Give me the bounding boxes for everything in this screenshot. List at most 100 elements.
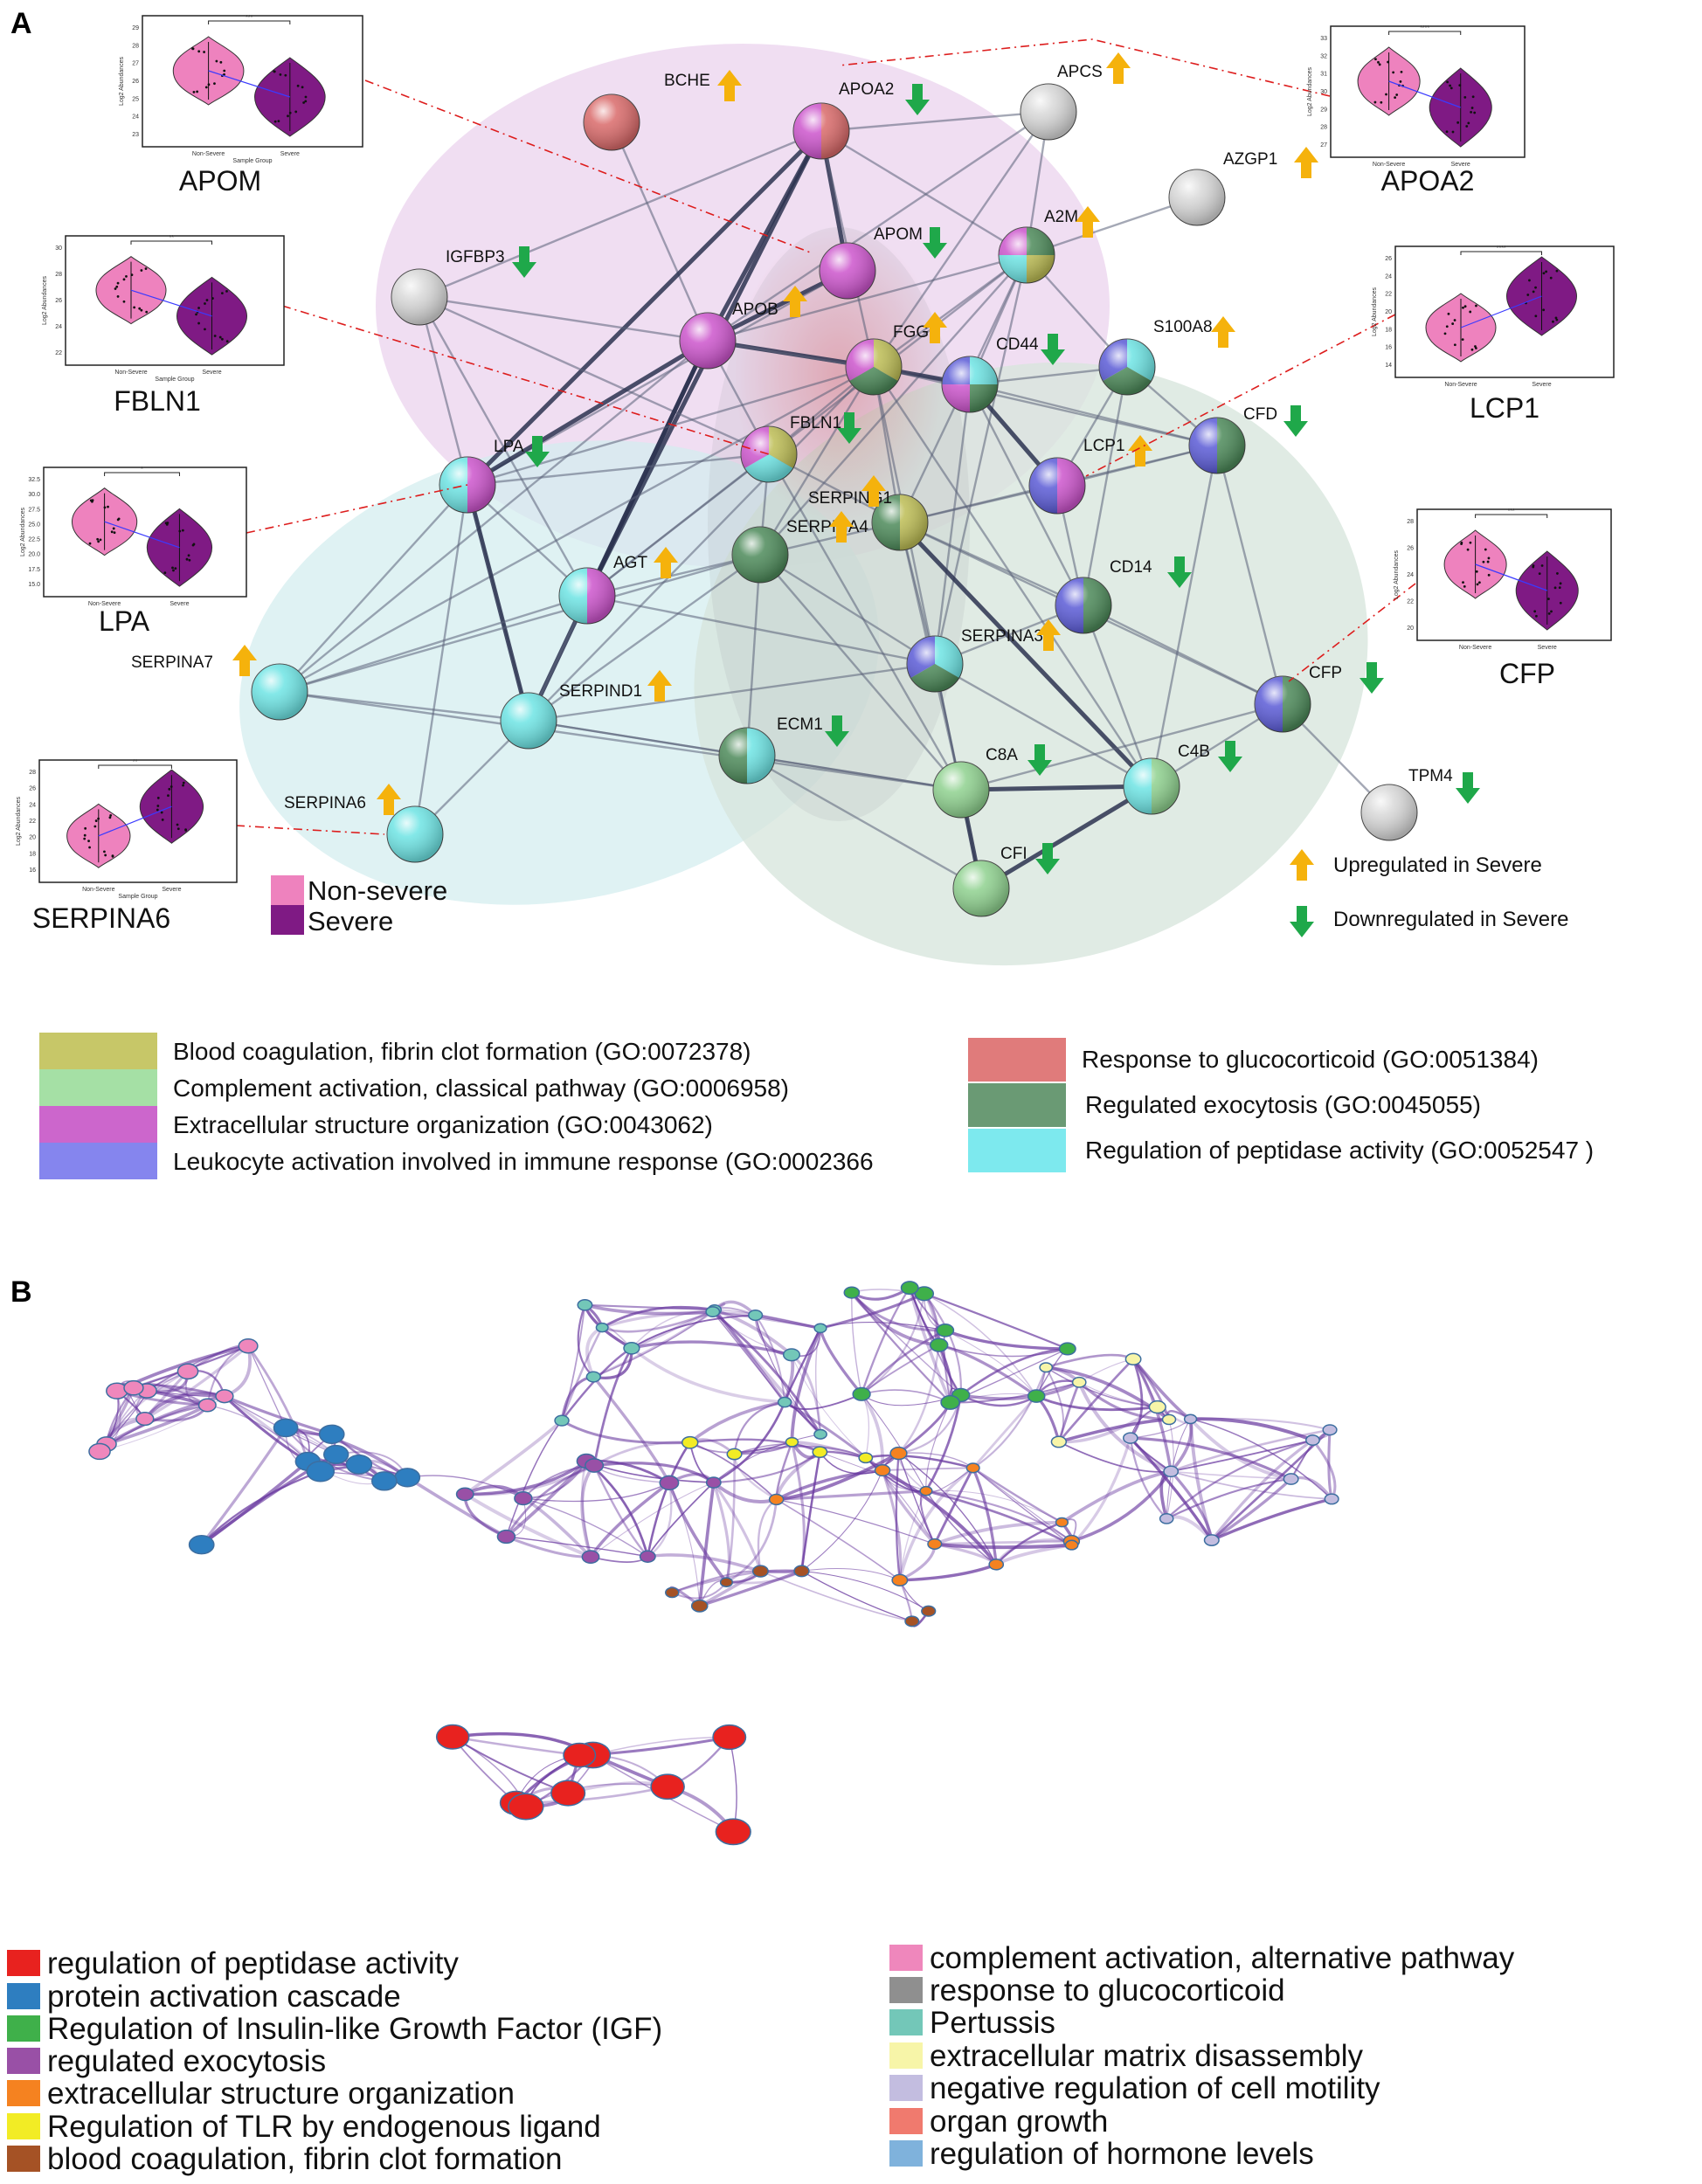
b-edge (995, 1521, 1062, 1565)
node-fbln1: FBLN1 (740, 412, 861, 483)
violin-point (277, 120, 280, 123)
down-arrow-icon (525, 436, 550, 467)
b-edge (801, 1469, 883, 1572)
violin-xtick: Non-Severe (1459, 645, 1491, 651)
edge-bche-apob (610, 121, 709, 342)
b-label-8: response to glucocorticoid (930, 1973, 1285, 2008)
violin-point (176, 823, 179, 826)
edge-igfbp3-agt (418, 296, 589, 597)
legend-swatch-severe (271, 905, 304, 935)
violin-ytick: 30 (1320, 89, 1327, 95)
node-cd14: CD14 (1055, 556, 1192, 634)
violin-point (187, 554, 190, 557)
b-edge (801, 1570, 929, 1612)
b-node (919, 1485, 933, 1496)
violin-point (156, 797, 160, 799)
b-node (650, 1773, 685, 1800)
b-node (1148, 1400, 1166, 1414)
b-edge (631, 1314, 756, 1350)
violin-ytick: 32.5 (28, 477, 40, 483)
b-node (858, 1452, 874, 1464)
node-label-a2m: A2M (1044, 208, 1078, 226)
violin-point (112, 527, 115, 530)
violin-point (1550, 610, 1553, 613)
go-swatch-coagulation (39, 1033, 157, 1069)
b-label-7: complement activation, alternative pathw… (930, 1941, 1515, 1975)
b-edge (1058, 1441, 1172, 1473)
violin-ytick: 28 (132, 43, 139, 49)
up-arrow-icon (1290, 849, 1314, 881)
violin-point (1553, 586, 1557, 590)
node-a2m: A2M (998, 206, 1100, 284)
violin-title: CFP (1499, 658, 1555, 689)
violin-point (1547, 612, 1551, 615)
legend-label-severe: Severe (308, 906, 393, 936)
violin-ytick: 31 (1320, 72, 1327, 78)
violin-ytick: 22.5 (28, 537, 40, 543)
b-edge (592, 1375, 671, 1484)
legend-down-arrow-icon (1290, 906, 1314, 937)
violin-point (184, 828, 188, 832)
violin-point (1555, 269, 1559, 273)
violin-point (204, 302, 206, 305)
node-label-fbln1: FBLN1 (790, 414, 841, 432)
b-edge (585, 1303, 715, 1311)
b-edge (934, 1539, 1072, 1545)
down-arrow-icon (1456, 772, 1480, 804)
up-arrow-icon (717, 70, 742, 101)
violin-point (133, 306, 136, 309)
node-cd44: CD44 (941, 334, 1065, 413)
b-edge (712, 1482, 731, 1583)
violin-point (168, 787, 171, 791)
b-label-1: protein activation cascade (47, 1980, 401, 2014)
b-node (659, 1475, 680, 1491)
b-edge (630, 1346, 785, 1404)
node-label-azgp1: AZGP1 (1223, 150, 1277, 169)
b-edge (133, 1344, 249, 1389)
b-swatch-4 (7, 2080, 40, 2106)
b-edge (1166, 1419, 1174, 1519)
violin-point (1532, 290, 1535, 294)
node-label-apom: APOM (874, 225, 923, 244)
b-edge (1166, 1419, 1192, 1519)
b-node (852, 1386, 871, 1401)
up-arrow-icon (1106, 52, 1131, 84)
node-label-agt: AGT (613, 554, 647, 572)
b-edge (924, 1293, 1037, 1397)
node-label-cd14: CD14 (1110, 558, 1152, 577)
b-edge (819, 1451, 883, 1475)
b-edge (801, 1568, 901, 1581)
b-node (1324, 1493, 1339, 1505)
edge-serpina4-c8a (759, 554, 962, 791)
violin-ytick: 20 (29, 835, 36, 841)
b-edge (200, 1470, 322, 1545)
violin-xtick: Severe (202, 370, 221, 376)
b-edge (712, 1311, 785, 1403)
edge-cfd-cfp (1215, 445, 1284, 705)
violin-point (160, 811, 163, 814)
violin-point (122, 300, 126, 303)
b-edge (246, 1344, 309, 1462)
go-swatch-peptidase (968, 1129, 1066, 1172)
up-arrow-icon (232, 645, 257, 676)
edge-igfbp3-fbln1 (419, 295, 770, 456)
b-node (514, 1490, 533, 1506)
b-swatch-12 (889, 2108, 923, 2134)
b-edge (972, 1467, 1072, 1546)
connector-lcp1 (1085, 314, 1396, 477)
b-edge (647, 1482, 715, 1558)
signif-bracket (104, 472, 180, 476)
violin-xtick: Severe (280, 151, 300, 157)
violin-point (1470, 348, 1474, 351)
b-node (1203, 1534, 1220, 1546)
b-node (1161, 1413, 1177, 1426)
violin-frame (142, 15, 363, 148)
violin-ytick: 28 (55, 272, 62, 278)
b-node (665, 1586, 680, 1599)
violin-xtick: Non-Severe (114, 370, 147, 376)
b-edge (506, 1536, 648, 1558)
node-label-bche: BCHE (664, 72, 710, 90)
violin-point (1445, 130, 1449, 134)
b-edge (801, 1570, 913, 1622)
